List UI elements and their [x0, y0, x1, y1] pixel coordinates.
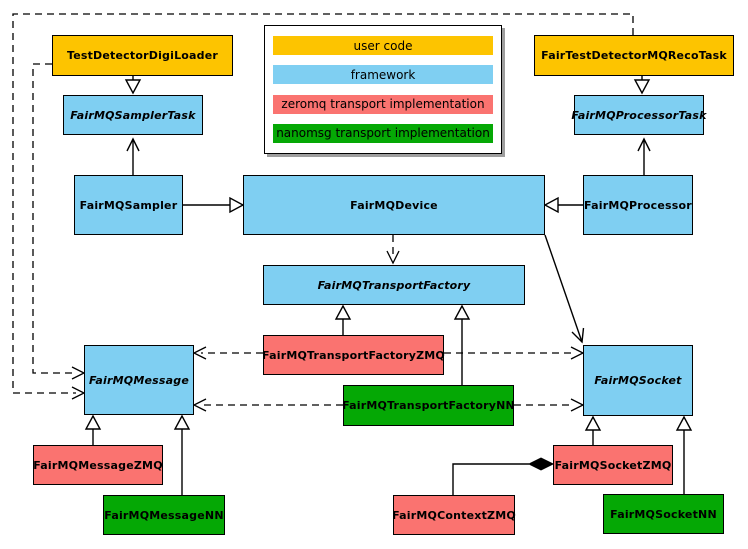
arrowhead-into-processortask — [638, 139, 650, 151]
node-fairmq-transport-factory-zmq: FairMQTransportFactoryZMQ — [262, 335, 445, 375]
triangle-into-message-left — [86, 416, 100, 429]
composition-diamond-icon — [529, 458, 553, 470]
edge-digiloader-message-dashed — [33, 64, 76, 373]
edge-context-socketzmq-line — [453, 464, 529, 495]
node-fairmq-socket-nn: FairMQSocketNN — [603, 494, 724, 534]
triangle-into-factory-right — [455, 306, 469, 319]
arrowhead-into-message-right-lower — [194, 399, 206, 411]
node-fairmq-processor-task: FairMQProcessorTask — [571, 95, 706, 135]
legend-item-nanomsg: nanomsg transport implementation — [273, 123, 493, 143]
arrowhead-into-socket-lower — [571, 399, 583, 411]
triangle-into-message-right — [175, 416, 189, 429]
node-fairmq-transport-factory-nn: FairMQTransportFactoryNN — [342, 385, 515, 426]
node-fairmq-message-zmq: FairMQMessageZMQ — [33, 445, 163, 485]
legend-item-user-code: user code — [273, 36, 493, 55]
triangle-into-device-left — [230, 198, 243, 212]
arrowhead-into-socket-upper — [571, 347, 583, 359]
triangle-into-socket-left — [586, 417, 600, 430]
arrowhead-into-message-upper — [72, 367, 84, 379]
triangle-into-socket-right — [677, 417, 691, 430]
triangle-into-processortask — [635, 80, 649, 93]
node-fairmq-transport-factory: FairMQTransportFactory — [263, 265, 525, 305]
legend-box: user code framework zeromq transport imp… — [264, 25, 502, 154]
triangle-into-samplertask — [126, 80, 140, 93]
arrowhead-into-socket-corner — [572, 328, 584, 342]
edge-device-socket-line — [545, 235, 582, 342]
node-fairmq-context-zmq: FairMQContextZMQ — [392, 495, 516, 535]
node-fairmq-socket-zmq: FairMQSocketZMQ — [553, 445, 673, 485]
arrowhead-into-factory — [387, 251, 399, 263]
node-test-detector-digi-loader: TestDetectorDigiLoader — [52, 35, 233, 76]
edge-recotask-message-dashed — [13, 14, 633, 393]
node-fairmq-sampler-task: FairMQSamplerTask — [63, 95, 203, 135]
node-fairmq-message: FairMQMessage — [84, 345, 194, 415]
node-fairmq-sampler: FairMQSampler — [74, 175, 183, 235]
arrowhead-into-samplertask — [127, 139, 139, 151]
triangle-into-factory-left — [336, 306, 350, 319]
triangle-into-device-right — [545, 198, 558, 212]
node-fairmq-device: FairMQDevice — [243, 175, 545, 235]
arrowhead-into-message-right-upper — [194, 347, 206, 359]
legend-item-zeromq: zeromq transport implementation — [273, 94, 493, 114]
node-fairmq-socket: FairMQSocket — [583, 345, 693, 416]
node-fair-test-detector-mq-reco-task: FairTestDetectorMQRecoTask — [534, 35, 734, 76]
node-fairmq-message-nn: FairMQMessageNN — [103, 495, 225, 535]
node-fairmq-processor: FairMQProcessor — [583, 175, 693, 235]
legend-item-framework: framework — [273, 65, 493, 85]
